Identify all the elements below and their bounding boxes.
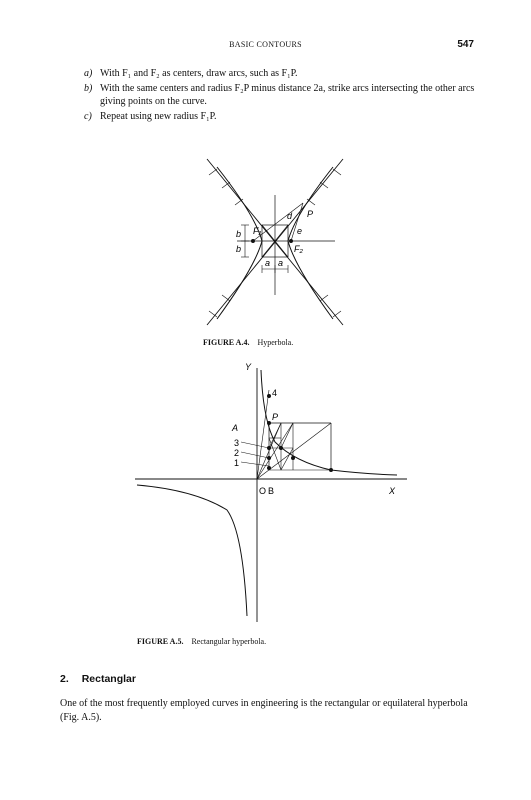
label-b: B [268, 486, 274, 496]
running-head-title: BASIC CONTOURS [229, 40, 302, 49]
label-y: Y [245, 362, 252, 372]
step-marker: c) [84, 110, 92, 122]
construction-steps: a) With F₁ and F₂ as centers, draw arcs,… [84, 67, 479, 124]
running-head: BASIC CONTOURS 547 [0, 39, 531, 54]
label-f1: F₁ [253, 226, 261, 236]
focus-f2-dot [289, 239, 293, 243]
label-b-upper: b [236, 229, 241, 239]
rectangular-hyperbola-figure: Y X A P O B 3 2 1 4 [135, 362, 407, 622]
page-number: 547 [457, 39, 474, 50]
label-a-left: a [265, 258, 270, 268]
label-f2: F₂ [294, 244, 303, 254]
label-p: P [272, 412, 278, 422]
left-branch [216, 166, 263, 320]
label-4: 4 [272, 388, 277, 398]
label-3: 3 [234, 438, 239, 448]
point-dot [329, 468, 333, 472]
lower-left-branch [136, 484, 248, 617]
figure-caption-text: Rectangular hyperbola. [191, 637, 267, 646]
label-a-right: a [278, 258, 283, 268]
hyperbola-figure: F₁ F₂ P d e b b a a [206, 158, 344, 326]
step-text: Repeat using new radius F₁P. [100, 110, 217, 122]
point-dot [291, 456, 295, 460]
point-a-dot [267, 421, 271, 425]
section-heading: 2. Rectanglar [60, 673, 136, 685]
point-2-dot [267, 456, 271, 460]
label-o: O [259, 486, 266, 496]
point-3-dot [267, 446, 271, 450]
step-a: a) With F₁ and F₂ as centers, draw arcs,… [84, 67, 479, 81]
right-branch [287, 166, 334, 320]
label-d: d [287, 211, 293, 221]
step-text: With F₁ and F₂ as centers, draw arcs, su… [100, 68, 298, 79]
figure-caption-text: Hyperbola. [257, 338, 294, 347]
focal-radius-line [290, 202, 304, 242]
step-b: b) With the same centers and radius F₂P … [84, 82, 479, 109]
focus-f1-dot [251, 239, 255, 243]
step-c: c) Repeat using new radius F₁P. [84, 110, 479, 124]
label-p: P [307, 209, 313, 219]
point-1-dot [267, 466, 271, 470]
figure-label: FIGURE A.5. [137, 637, 184, 646]
section-number: 2. [60, 673, 69, 685]
step-marker: a) [84, 68, 93, 79]
step-text: With the same centers and radius F₂P min… [100, 82, 475, 108]
point-p-dot [279, 446, 283, 450]
label-a: A [231, 423, 238, 433]
label-b-lower: b [236, 244, 241, 254]
step-marker: b) [84, 82, 93, 94]
label-e: e [297, 226, 302, 236]
focal-radius-line [252, 202, 304, 242]
point-4-dot [267, 394, 271, 398]
figure-caption: FIGURE A.4. Hyperbola. [203, 338, 293, 347]
label-2: 2 [234, 448, 239, 458]
label-x: X [388, 486, 396, 496]
label-1: 1 [234, 458, 239, 468]
figure-caption: FIGURE A.5. Rectangular hyperbola. [137, 637, 266, 646]
figure-label: FIGURE A.4. [203, 338, 250, 347]
upper-right-branch [260, 369, 398, 476]
body-paragraph: One of the most frequently employed curv… [60, 698, 468, 723]
section-title: Rectanglar [81, 673, 136, 685]
